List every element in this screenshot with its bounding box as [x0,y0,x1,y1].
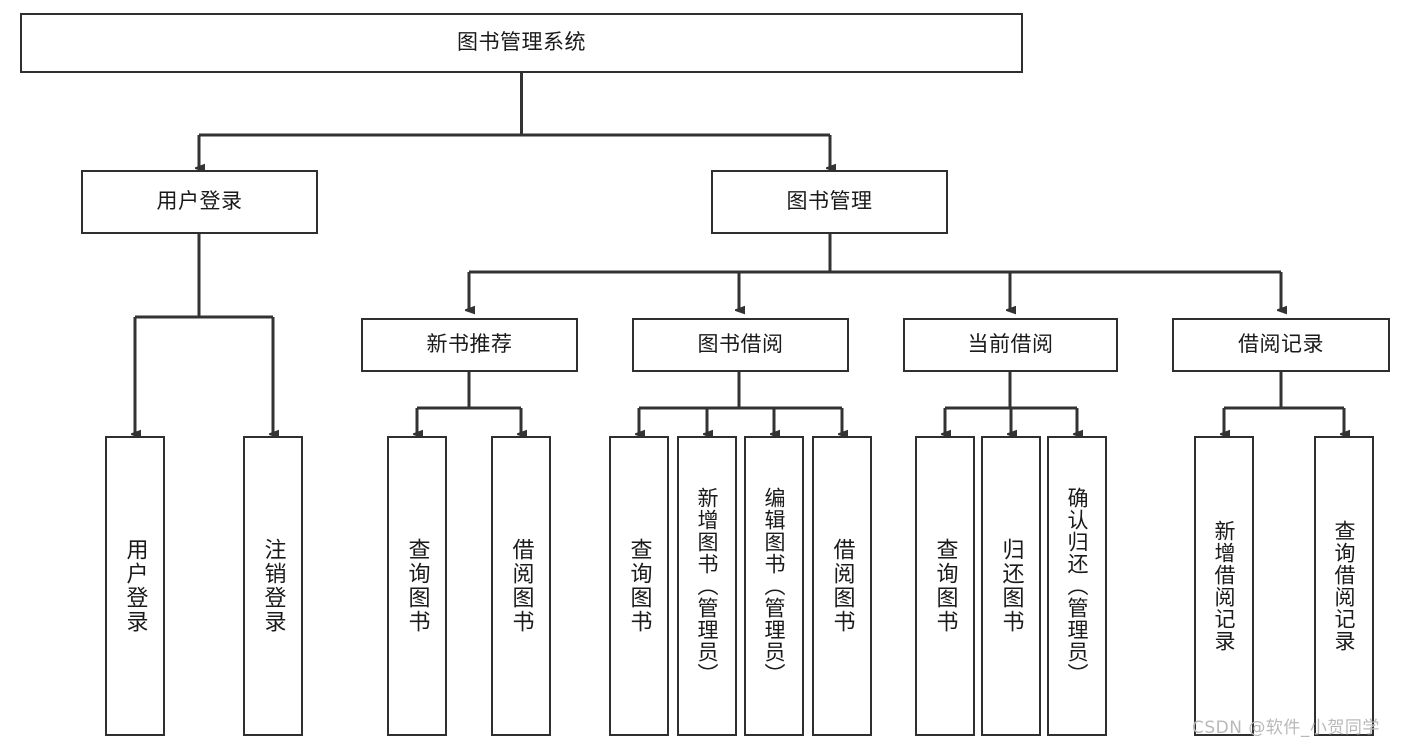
leaf-book-borrow-borrow[interactable]: 借阅图书 [812,436,872,736]
leaf-book-borrow-query[interactable]: 查询图书 [609,436,669,736]
leaf-book-borrow-add-label: 新增图书（管理员） [695,487,720,685]
leaf-new-book-borrow-label: 借阅图书 [508,538,534,634]
leaf-user-login-logout-label: 注销登录 [260,538,286,634]
leaf-book-borrow-borrow-label: 借阅图书 [829,538,855,634]
node-new-book-recommend[interactable]: 新书推荐 [361,318,578,372]
leaf-current-borrow-query-label: 查询图书 [932,538,958,634]
leaf-current-borrow-confirm[interactable]: 确认归还（管理员） [1047,436,1107,736]
node-current-borrow[interactable]: 当前借阅 [903,318,1118,372]
node-borrow-record[interactable]: 借阅记录 [1172,318,1390,372]
leaf-book-borrow-edit-label: 编辑图书（管理员） [762,487,787,685]
leaf-borrow-record-query[interactable]: 查询借阅记录 [1314,436,1374,736]
leaf-book-borrow-add[interactable]: 新增图书（管理员） [677,436,737,736]
node-book-manage-label: 图书管理 [786,189,873,214]
leaf-book-borrow-edit[interactable]: 编辑图书（管理员） [744,436,804,736]
node-borrow-record-label: 借阅记录 [1238,332,1324,357]
node-book-manage[interactable]: 图书管理 [711,170,948,234]
leaf-book-borrow-query-label: 查询图书 [626,538,652,634]
leaf-new-book-borrow[interactable]: 借阅图书 [491,436,551,736]
node-user-login[interactable]: 用户登录 [81,170,318,234]
leaf-user-login-login-label: 用户登录 [122,538,148,634]
node-user-login-label: 用户登录 [156,189,243,214]
leaf-current-borrow-return-label: 归还图书 [998,538,1024,634]
node-root[interactable]: 图书管理系统 [20,13,1023,73]
leaf-borrow-record-query-label: 查询借阅记录 [1332,520,1357,652]
leaf-user-login-logout[interactable]: 注销登录 [243,436,303,736]
leaf-new-book-query-label: 查询图书 [404,538,430,634]
node-root-label: 图书管理系统 [457,30,586,55]
leaf-current-borrow-return[interactable]: 归还图书 [981,436,1041,736]
node-new-book-recommend-label: 新书推荐 [426,332,513,357]
leaf-new-book-query[interactable]: 查询图书 [387,436,447,736]
leaf-user-login-login[interactable]: 用户登录 [105,436,165,736]
node-book-borrow[interactable]: 图书借阅 [632,318,849,372]
leaf-current-borrow-confirm-label: 确认归还（管理员） [1065,487,1090,685]
leaf-current-borrow-query[interactable]: 查询图书 [915,436,975,736]
leaf-borrow-record-add[interactable]: 新增借阅记录 [1194,436,1254,736]
node-current-borrow-label: 当前借阅 [967,332,1054,357]
node-book-borrow-label: 图书借阅 [697,332,784,357]
leaf-borrow-record-add-label: 新增借阅记录 [1212,520,1237,652]
